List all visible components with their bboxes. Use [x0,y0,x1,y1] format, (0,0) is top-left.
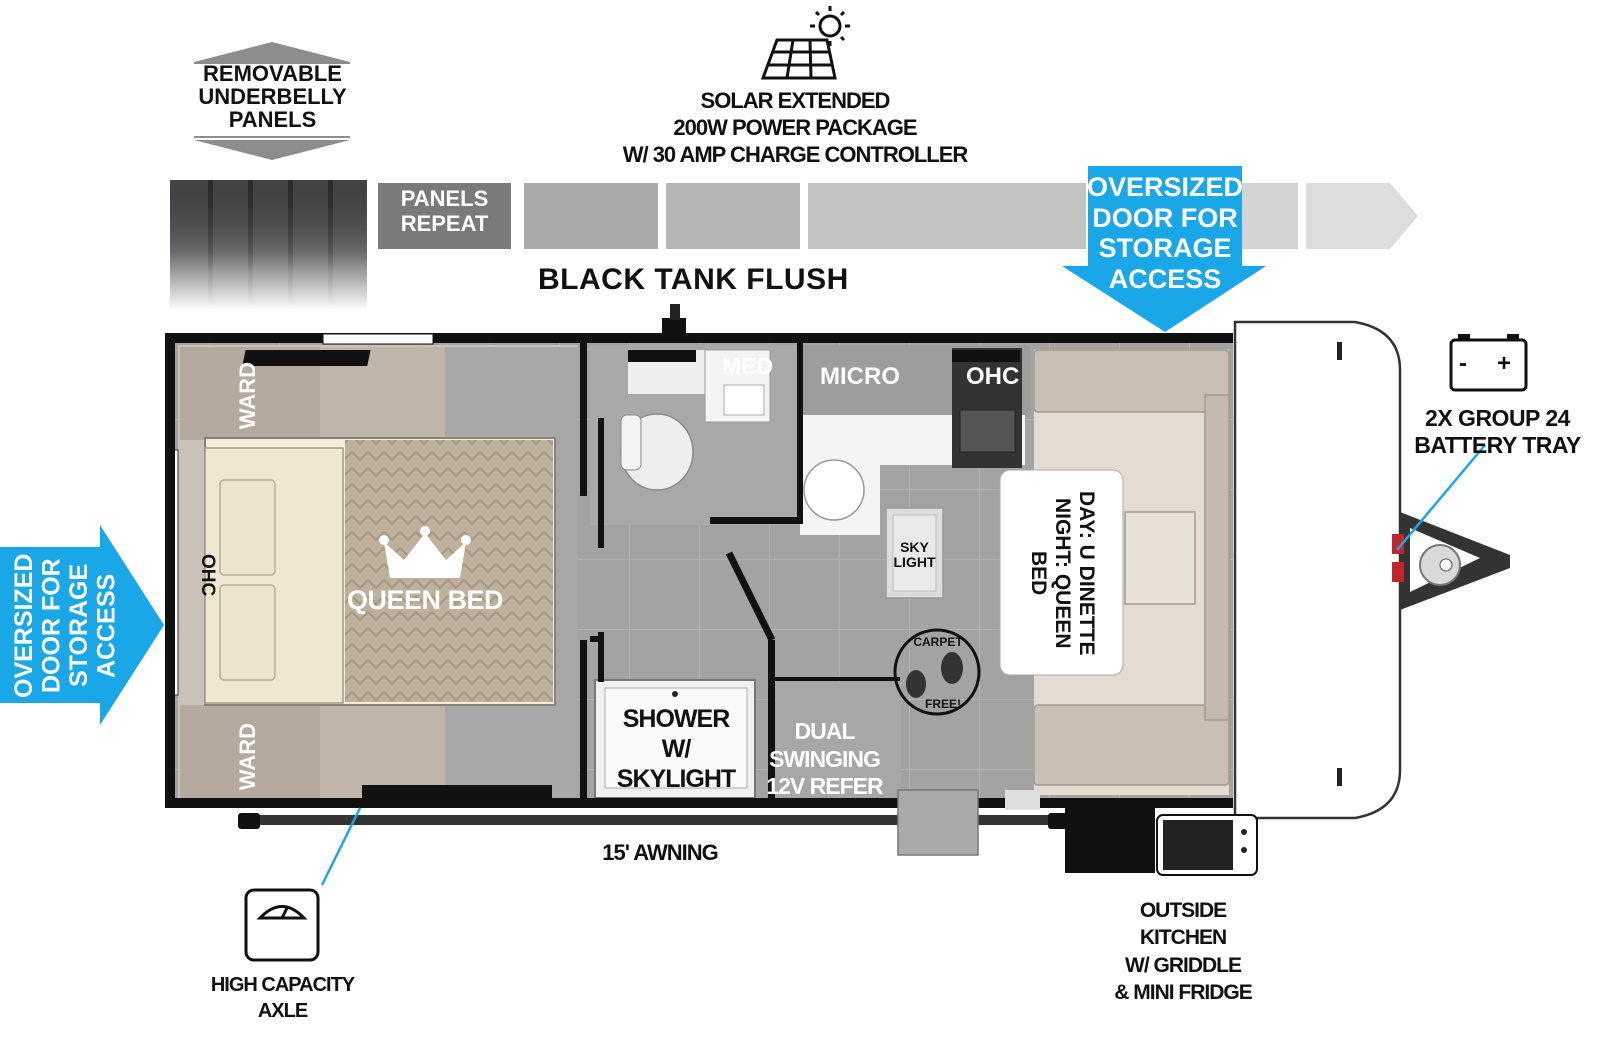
ward-bottom-label: WARD [235,723,260,791]
solar-line-3: W/ 30 AMP CHARGE CONTROLLER [622,141,969,167]
underbelly-label: REMOVABLE UNDERBELLY PANELS [198,61,347,133]
storage-door-arrow-left [0,525,164,725]
front-cap [1233,320,1402,820]
sink [803,459,865,521]
refer-area [776,682,901,797]
dinette-label: DAY: U DINETTE NIGHT: QUEEN BED [1012,478,1112,668]
wardrobe-bottom [180,705,320,800]
outside-kitchen-line-1: OUTSIDE KITCHEN [1139,899,1227,950]
axle-line-2: AXLE [257,1000,308,1022]
dinette-table [999,469,1124,676]
scale-gauge-icon [244,888,320,962]
outside-kitchen-line-2: W/ GRIDDLE [1125,953,1242,977]
footprint-icon [893,628,981,716]
ohc-bed-label: OHC [197,553,218,597]
pillow-1 [219,479,276,576]
solar-label: SOLAR EXTENDED 200W POWER PACKAGE W/ 30 … [620,88,970,168]
battery-line-1: 2X GROUP 24 [1425,405,1570,431]
panel-strip [378,183,1418,249]
awning-bar [238,815,1058,825]
ohc-kitchen-label: OHC [966,363,1020,390]
windows [242,333,1020,799]
med-label: MED [722,353,774,379]
storage-top-line-1: OVERSIZED [1086,172,1244,202]
battery-icon [1449,334,1528,392]
sun-icon [810,6,850,46]
black-tank-flush-label: BLACK TANK FLUSH [538,263,849,296]
storage-top-line-3: STORAGE [1098,233,1232,263]
dinette-line-1: DAY: U DINETTE [1075,490,1099,656]
storage-door-arrow-top [1062,166,1266,332]
storage-top-line-2: DOOR FOR [1092,202,1238,233]
walls [165,333,1233,808]
pillow-2 [219,584,276,681]
storage-door-label-top: OVERSIZED DOOR FOR STORAGE ACCESS [1080,172,1250,294]
ward-top-label: WARD [235,362,260,430]
crown-icon [379,526,471,578]
battery-minus: - [1459,350,1467,377]
underbelly-arrows-icon [194,42,350,160]
refer-label: DUAL SWINGING 12V REFER [757,718,892,801]
carpet-free-top: CARPET [913,635,963,649]
solar-line-1: SOLAR EXTENDED [700,88,891,113]
shower-label: SHOWER W/ SKYLIGHT [606,704,746,794]
axle-label: HIGH CAPACITY AXLE [200,972,365,1024]
battery-plus: + [1497,350,1512,377]
panels-repeat-label: PANELS REPEAT [400,186,489,236]
battery-tray-label: 2X GROUP 24 BATTERY TRAY [1400,405,1595,459]
queen-bed-label: QUEEN BED [346,585,504,615]
refer-line-2: 12V REFER [766,773,883,800]
battery-line-2: BATTERY TRAY [1414,432,1581,459]
skylight-label: SKY LIGHT [886,539,943,571]
dinette-line-2: NIGHT: QUEEN BED [1026,497,1075,649]
skylight-line-1: SKY [900,539,929,555]
carpet-free-bottom: FREE! [925,697,961,711]
outside-kitchen-label: OUTSIDE KITCHEN W/ GRIDDLE & MINI FRIDGE [1098,897,1268,1006]
solar-panel-icon [760,6,850,80]
awning-label: 15' AWNING [602,840,718,865]
shower-line-1: SHOWER [622,705,731,733]
outside-griddle [1065,808,1155,873]
axle-line-1: HIGH CAPACITY [210,974,355,996]
shower-line-2: W/ SKYLIGHT [616,735,736,793]
storage-top-line-4: ACCESS [1108,263,1222,294]
outside-kitchen-line-3: & MINI FRIDGE [1114,980,1253,1004]
skylight-line-2: LIGHT [893,554,936,571]
refer-line-1: DUAL SWINGING [769,718,881,772]
micro-label: MICRO [820,363,900,390]
solar-line-2: 200W POWER PACKAGE [673,114,917,140]
underbelly-panels [170,180,367,310]
entry-step [897,789,979,856]
